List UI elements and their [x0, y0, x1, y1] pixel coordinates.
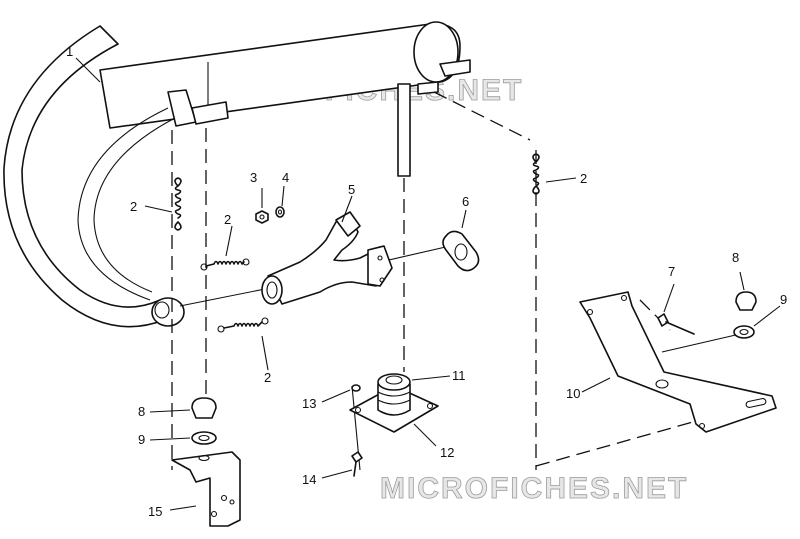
spring-middle [200, 258, 250, 271]
callout-leaders [75, 57, 781, 511]
callout-labels: 1 2 3 4 5 2 6 2 7 8 9 2 10 11 13 8 9 12 … [66, 44, 787, 519]
exhaust-manifold-part-5 [261, 211, 393, 305]
callout-2-lower: 2 [264, 370, 271, 385]
callout-3: 3 [250, 170, 257, 185]
callout-2-right: 2 [580, 171, 587, 186]
plug-part-8-left [191, 397, 217, 419]
washer-part-9-left [191, 431, 217, 445]
washer-part-4 [275, 206, 285, 218]
callout-2-upper-left: 2 [130, 199, 137, 214]
callout-5: 5 [348, 182, 355, 197]
callout-2-middle: 2 [224, 212, 231, 227]
washer-part-9-right [733, 325, 755, 339]
callout-15: 15 [148, 504, 162, 519]
watermark-bottom: MICROFICHES.NET [380, 472, 688, 505]
callout-6: 6 [462, 194, 469, 209]
bracket-part-15 [171, 451, 241, 527]
callout-12: 12 [440, 445, 454, 460]
spring-right [532, 153, 540, 195]
nut-part-3 [255, 210, 269, 224]
screw-part-7 [657, 313, 695, 335]
callout-13: 13 [302, 396, 316, 411]
screw-part-14 [351, 451, 363, 477]
spring-upper-left [174, 177, 182, 231]
gasket-part-6 [442, 230, 480, 272]
nut-part-13 [351, 384, 361, 392]
callout-7: 7 [668, 264, 675, 279]
muffler-assembly [3, 21, 471, 328]
alignment-lines [171, 91, 741, 471]
callout-1: 1 [66, 44, 73, 59]
spring-lower [217, 317, 269, 333]
plug-part-8-right [735, 291, 757, 311]
bracket-part-10 [579, 291, 777, 433]
callout-8-right: 8 [732, 250, 739, 265]
callout-14: 14 [302, 472, 316, 487]
callout-9-left: 9 [138, 432, 145, 447]
callout-8-left: 8 [138, 404, 145, 419]
callout-11: 11 [452, 368, 466, 383]
callout-10: 10 [566, 386, 580, 401]
callout-9-right: 9 [780, 292, 787, 307]
callout-4: 4 [282, 170, 289, 185]
rubber-mount-part-11 [377, 373, 411, 416]
